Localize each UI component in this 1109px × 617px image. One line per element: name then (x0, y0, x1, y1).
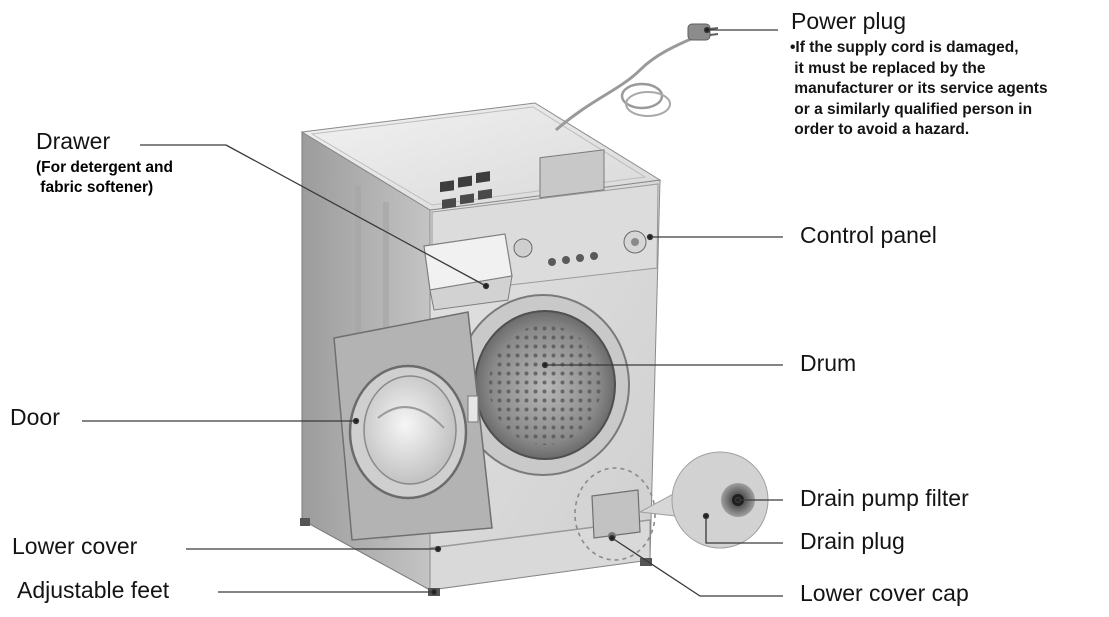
label-drain-plug: Drain plug (800, 528, 905, 554)
note-line-1: •If the supply cord is damaged, (790, 39, 1019, 56)
label-lower-cover: Lower cover (12, 533, 138, 559)
drawer-sub-line-2: fabric softener) (36, 179, 154, 196)
power-cord (555, 23, 719, 132)
drain-filter-callout (638, 451, 769, 549)
label-power-plug: Power plug (791, 8, 907, 34)
label-drum: Drum (800, 350, 857, 376)
drawer-subtitle: (For detergent and fabric softener) (36, 158, 173, 198)
label-adjustable-feet: Adjustable feet (17, 577, 170, 603)
label-control-panel: Control panel (800, 222, 937, 248)
detergent-drawer (423, 171, 513, 311)
note-line-2: it must be replaced by the (790, 59, 986, 77)
label-drain-pump-filter: Drain pump filter (800, 485, 969, 511)
drum (456, 294, 630, 476)
note-line-5: order to avoid a hazard. (790, 121, 970, 138)
leader-drain-plug (705, 516, 783, 544)
leader-lower-cover-cap (611, 537, 783, 597)
label-door: Door (10, 404, 60, 430)
leader-lines (82, 26, 783, 597)
power-plug-note: •If the supply cord is damaged, it must … (790, 38, 1048, 141)
power-plug-icon (687, 23, 711, 41)
machine-body (300, 102, 662, 596)
note-line-3: manufacturer or its service agents (790, 80, 1048, 97)
label-lower-cover-cap: Lower cover cap (800, 580, 969, 606)
control-knobs (513, 149, 647, 266)
drawer-sub-line-1: (For detergent and (36, 159, 173, 176)
door (333, 311, 493, 541)
note-line-4: or a similarly qualified person in (790, 100, 1033, 118)
label-drawer: Drawer (36, 128, 111, 154)
